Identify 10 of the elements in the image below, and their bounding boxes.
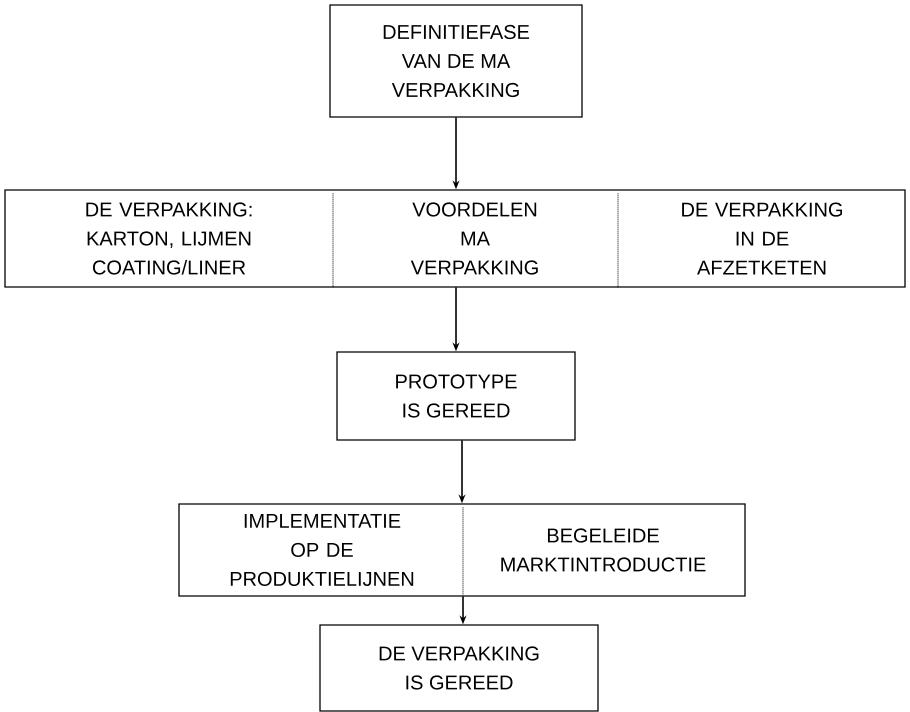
- cell-text: VOORDELEN MA VERPAKKING: [410, 202, 538, 275]
- band: [4, 189, 906, 288]
- cell-text: DE VERPAKKING IN DE AFZETKETEN: [682, 202, 842, 274]
- band: [178, 503, 746, 597]
- process-box: PROTOTYPE IS GEREED: [336, 351, 576, 441]
- process-box: DE VERPAKKING IS GEREED: [319, 624, 599, 712]
- cell-text: BEGELEIDE MARKTINTRODUCTIE: [501, 528, 706, 572]
- cell-text: DE VERPAKKING: KARTON, LIJMEN COATING/LINER: [86, 202, 252, 275]
- process-box: DEFINITIEFASE VAN DE MA VERPAKKING: [329, 4, 583, 118]
- cell-text: IMPLEMENTATIE OP DE PRODUKTIELIJNEN: [230, 514, 414, 586]
